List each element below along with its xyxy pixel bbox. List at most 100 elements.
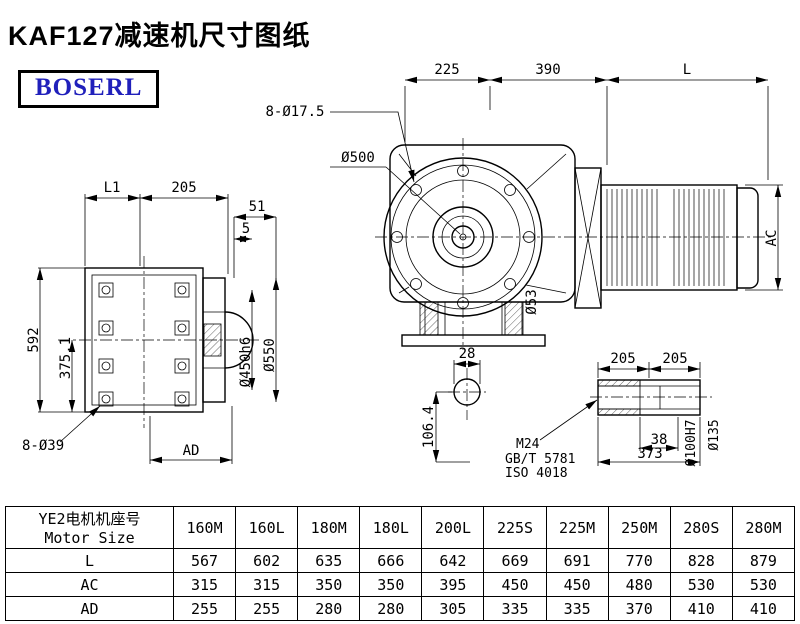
cell-AC-160M: 315 [172, 572, 237, 597]
dim-label-205b: 205 [662, 351, 687, 367]
col-header-180L: 180L [359, 506, 423, 549]
cell-AD-250M: 370 [607, 596, 671, 621]
m24-callout: M24 GB/T 5781 ISO 4018 [505, 399, 598, 481]
col-header-200L: 200L [421, 506, 485, 549]
dim-label-38: 38 [651, 432, 668, 448]
dim-label-d100H7: Ø100H7 [684, 420, 699, 467]
mounting-bolt-squares [98, 282, 190, 407]
cell-AC-200L: 395 [421, 572, 485, 597]
dim-label-8xd39: 8-Ø39 [22, 438, 64, 454]
dim-label-390: 390 [535, 62, 560, 78]
row-label-L: L [5, 548, 174, 573]
bolt-pattern-callout: 8-Ø17.5 [265, 104, 415, 183]
dim-label-373: 373 [637, 446, 662, 462]
col-header-180M: 180M [297, 506, 361, 549]
col-header-225S: 225S [483, 506, 547, 549]
motor-fins [606, 189, 725, 286]
foot-hole-callout: 8-Ø39 [22, 405, 101, 454]
dim-label-225: 225 [434, 62, 459, 78]
shaft-bottom-dimensions: 38 373 [597, 417, 701, 466]
flange-bolt-holes [391, 165, 535, 309]
cell-L-200L: 642 [421, 548, 485, 573]
cell-AC-160L: 315 [235, 572, 299, 597]
dim-label-d500: Ø500 [341, 150, 375, 166]
table-header-motor-size: YE2电机机座号 Motor Size [5, 506, 174, 549]
cell-L-160L: 602 [235, 548, 299, 573]
motor-height-dimension: AC [745, 184, 783, 291]
dim-label-8xd17-5: 8-Ø17.5 [265, 104, 324, 120]
height-dimensions: 592 375.1 [26, 267, 85, 413]
front-view: 225 390 L 8-Ø17.5 Ø500 AC Ø53 [265, 62, 783, 347]
dim-label-L: L [683, 62, 691, 78]
header-line-cn: YE2电机机座号 [38, 510, 141, 528]
dim-label-AD: AD [183, 443, 200, 459]
dim-label-375-1: 375.1 [58, 337, 74, 379]
standard-label-gbt5781: GB/T 5781 [505, 452, 575, 467]
side-view: L1 205 51 5 592 375.1 8-Ø39 [22, 180, 280, 464]
cell-AD-280M: 410 [731, 596, 796, 621]
dim-label-d450h6: Ø450h6 [238, 337, 254, 388]
col-header-160L: 160L [235, 506, 299, 549]
cell-AC-225M: 450 [545, 572, 609, 597]
row-label-AC: AC [5, 572, 174, 597]
cell-AD-160M: 255 [172, 596, 237, 621]
standard-label-iso4018: ISO 4018 [505, 466, 568, 481]
bolt-section-view: 28 106.4 M24 GB/T 5781 ISO 4018 [421, 346, 598, 481]
cell-L-280S: 828 [669, 548, 733, 573]
dim-28: 28 [453, 346, 481, 384]
cell-AD-225S: 335 [483, 596, 547, 621]
dim-label-5: 5 [242, 221, 250, 237]
cell-AD-160L: 255 [235, 596, 299, 621]
cell-L-225M: 691 [545, 548, 609, 573]
front-top-dimensions: 225 390 L [404, 62, 769, 180]
cell-L-250M: 770 [607, 548, 671, 573]
cell-L-280M: 879 [731, 548, 796, 573]
shaft-detail-view: 205 205 38 373 Ø100H7 Ø135 [597, 351, 722, 467]
col-header-160M: 160M [172, 506, 237, 549]
dim-label-205a: 205 [610, 351, 635, 367]
dim-label-AC: AC [764, 230, 780, 247]
cell-AC-280S: 530 [669, 572, 733, 597]
motor-size-table: YE2电机机座号 Motor Size 160M 160L 180M 180L … [5, 506, 796, 621]
boserl-logo-text: BOSERL [35, 74, 143, 101]
table-row-L: L 567 602 635 666 642 669 691 770 828 87… [5, 548, 796, 573]
cell-L-180L: 666 [359, 548, 423, 573]
dim-label-51: 51 [249, 199, 266, 215]
dim-label-d550: Ø550 [262, 338, 278, 372]
cell-AD-225M: 335 [545, 596, 609, 621]
dim-label-28: 28 [459, 346, 476, 362]
dim-label-d53: Ø53 [524, 289, 540, 314]
flange-dia-callout: Ø500 [330, 150, 461, 235]
technical-drawing: 225 390 L 8-Ø17.5 Ø500 AC Ø53 [22, 62, 783, 481]
dim-106-4: 106.4 [421, 391, 470, 463]
cell-AD-180M: 280 [297, 596, 361, 621]
cell-AC-180M: 350 [297, 572, 361, 597]
row-label-AD: AD [5, 596, 174, 621]
dim-label-L1: L1 [104, 180, 121, 196]
dim-label-205: 205 [171, 180, 196, 196]
centerlines [58, 138, 772, 428]
cell-AC-180L: 350 [359, 572, 423, 597]
table-row-AC: AC 315 315 350 350 395 450 450 480 530 5… [5, 572, 796, 597]
table-header-row: YE2电机机座号 Motor Size 160M 160L 180M 180L … [5, 506, 796, 549]
col-header-280S: 280S [669, 506, 733, 549]
thread-label-m24: M24 [516, 437, 540, 452]
side-top-dimensions: L1 205 [84, 180, 229, 274]
dim-label-d135: Ø135 [707, 419, 722, 450]
flange-thickness-dimensions: 51 5 [233, 199, 277, 280]
cell-AC-225S: 450 [483, 572, 547, 597]
col-header-225M: 225M [545, 506, 609, 549]
col-header-280M: 280M [731, 506, 796, 549]
col-header-250M: 250M [607, 506, 671, 549]
page-title: KAF127减速机尺寸图纸 [8, 21, 311, 51]
flange-diameter-dimensions: Ø450h6 Ø550 [238, 278, 280, 402]
table-row-AD: AD 255 255 280 280 305 335 335 370 410 4… [5, 596, 796, 621]
shaft-top-dimensions: 205 205 [597, 351, 701, 378]
dim-label-592: 592 [26, 327, 42, 352]
cell-AC-280M: 530 [731, 572, 796, 597]
header-line-en: Motor Size [44, 529, 135, 547]
dim-label-106-4: 106.4 [421, 406, 437, 448]
boserl-logo: BOSERL [18, 70, 160, 108]
ad-dimension: AD [149, 406, 233, 464]
cell-AD-200L: 305 [421, 596, 485, 621]
